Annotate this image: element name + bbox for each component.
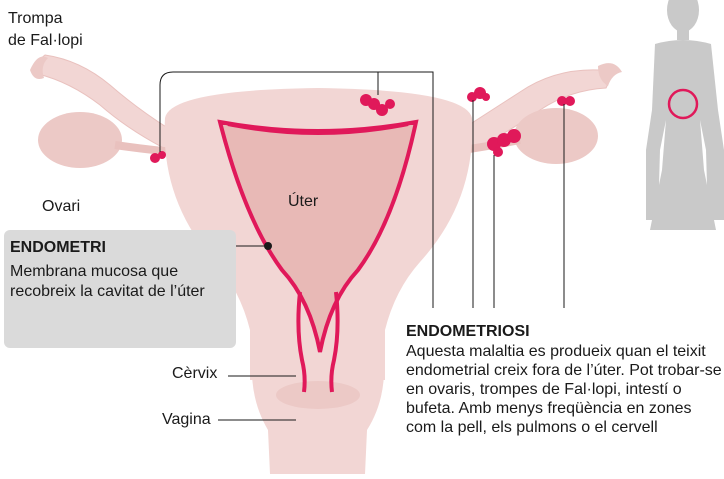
uterus-illustration	[30, 54, 622, 474]
endometriosis-lesions	[150, 87, 575, 163]
lesion-group-uterus-top	[360, 94, 395, 116]
lesion-group-ovary-right	[487, 129, 521, 157]
endometrium-lining	[227, 122, 409, 135]
uterus-label: Úter	[288, 193, 319, 210]
lesion-group-right-far	[557, 96, 575, 106]
leader-lines	[159, 71, 565, 421]
lesion-group-tube-right	[467, 87, 490, 102]
fallopian-tube-label-line-1: Trompa	[8, 10, 63, 27]
endometri-title: ENDOMETRI	[10, 239, 106, 256]
ovary-left	[38, 112, 122, 168]
cervix-vagina	[251, 360, 385, 474]
endometri-description: Membrana mucosa que recobreix la cavitat…	[10, 263, 205, 300]
cervical-canal	[296, 291, 340, 393]
fallopian-tube-label-line-2: de Fal·lopi	[8, 32, 83, 49]
vagina-label: Vagina	[162, 411, 211, 428]
endometri-callout	[4, 230, 236, 348]
lesion-group-tube-left	[150, 151, 166, 163]
ovary-label: Ovari	[42, 198, 81, 215]
pelvis-marker-icon	[667, 88, 699, 120]
endometriosi-description: Aquesta malaltia es produeix quan el tei…	[406, 343, 722, 436]
female-silhouette-icon	[646, 0, 724, 230]
ovary-right	[514, 108, 598, 164]
endometriosi-title: ENDOMETRIOSI	[406, 323, 530, 340]
cervix-label: Cèrvix	[172, 365, 218, 382]
